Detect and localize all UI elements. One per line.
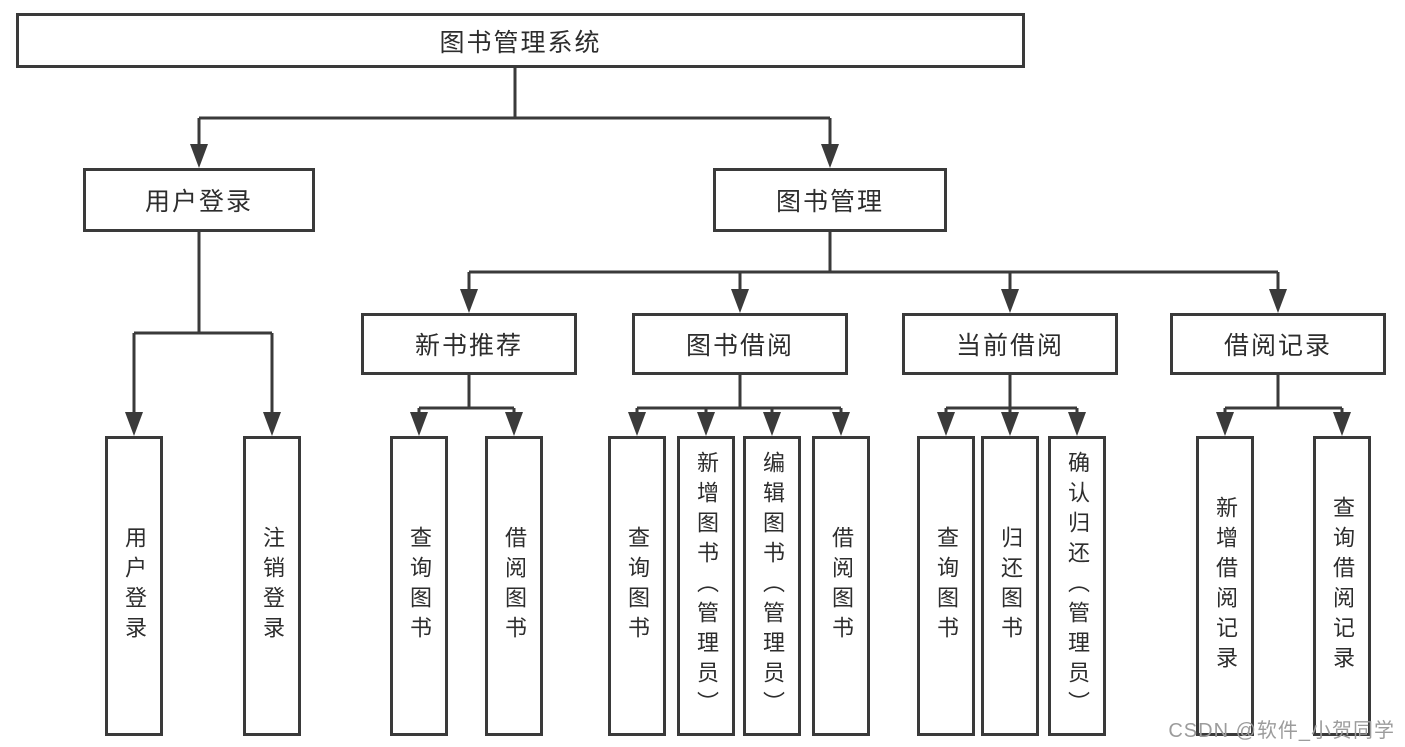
node-book-management: 图书管理	[713, 168, 947, 232]
csdn-watermark: CSDN @软件_小贺同学	[1168, 720, 1395, 742]
node-leaf-query-books-borrowing: 查询图书	[608, 436, 666, 736]
node-leaf-borrow-books-recommend: 借阅图书	[485, 436, 543, 736]
arrowhead-icons	[125, 144, 1351, 436]
node-leaf-add-books-admin: 新增图书（管理员）	[677, 436, 735, 736]
node-leaf-borrow-books: 借阅图书	[812, 436, 870, 736]
node-current-borrowing: 当前借阅	[902, 313, 1118, 375]
node-leaf-query-books-recommend: 查询图书	[390, 436, 448, 736]
node-new-book-recommendation: 新书推荐	[361, 313, 577, 375]
node-leaf-user-login: 用户登录	[105, 436, 163, 736]
node-borrowing-records: 借阅记录	[1170, 313, 1386, 375]
node-leaf-edit-books-admin: 编辑图书（管理员）	[743, 436, 801, 736]
node-book-borrowing: 图书借阅	[632, 313, 848, 375]
node-library-management-system: 图书管理系统	[16, 13, 1025, 68]
node-user-login: 用户登录	[83, 168, 315, 232]
node-leaf-query-borrow-record: 查询借阅记录	[1313, 436, 1371, 736]
node-leaf-query-books-current: 查询图书	[917, 436, 975, 736]
node-leaf-confirm-return-admin: 确认归还（管理员）	[1048, 436, 1106, 736]
node-leaf-logout: 注销登录	[243, 436, 301, 736]
node-leaf-add-borrow-record: 新增借阅记录	[1196, 436, 1254, 736]
node-leaf-return-books: 归还图书	[981, 436, 1039, 736]
